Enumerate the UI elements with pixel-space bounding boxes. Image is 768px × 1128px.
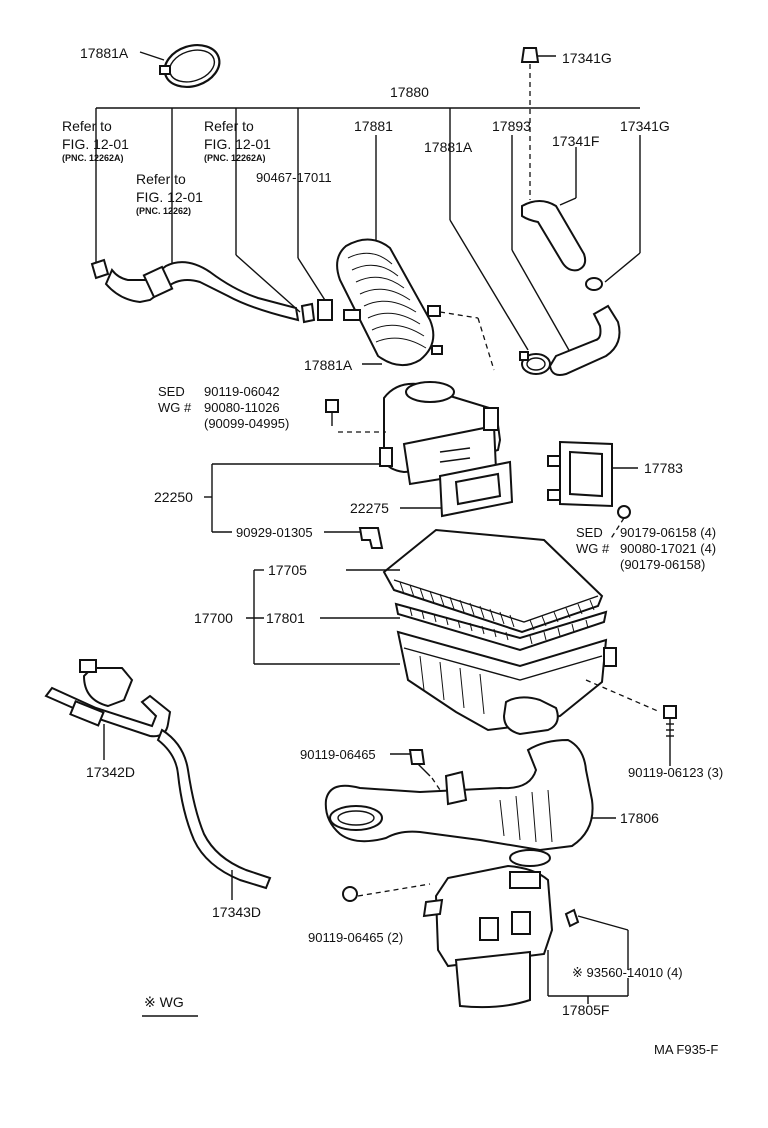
label-90119-06465: 90119-06465 xyxy=(300,747,376,762)
label-refer3-l2: FIG. 12-01 xyxy=(136,189,203,205)
label-90179-06158-alt: (90179-06158) xyxy=(620,557,705,572)
label-90929-01305: 90929-01305 xyxy=(236,525,313,540)
label-90467-17011: 90467-17011 xyxy=(256,170,332,185)
label-90119-06465-2: 90119-06465 (2) xyxy=(308,930,403,945)
clip-17341G-top xyxy=(520,47,556,200)
label-17341F: 17341F xyxy=(552,133,599,149)
leader-17700 xyxy=(246,569,400,665)
label-90119-06123: 90119-06123 (3) xyxy=(628,765,723,780)
label-wg-2: WG # xyxy=(576,541,610,556)
label-17806: 17806 xyxy=(620,810,659,826)
hose-17893 xyxy=(548,304,621,376)
label-17881A-low: 17881A xyxy=(304,357,353,373)
gasket-22275 xyxy=(400,460,514,518)
breather-pipe-17342D xyxy=(44,659,172,760)
label-90080-11026: 90080-11026 xyxy=(204,400,280,415)
label-sed-2: SED xyxy=(576,525,603,540)
hose-17341F xyxy=(521,200,603,291)
label-90119-06042: 90119-06042 xyxy=(204,384,280,399)
bracket-17783 xyxy=(547,440,638,508)
label-17341G-top: 17341G xyxy=(562,50,612,66)
label-wg-1: WG # xyxy=(158,400,192,415)
resonator-17805F xyxy=(342,849,629,1009)
label-17342D: 17342D xyxy=(86,764,135,780)
label-sed-1: SED xyxy=(158,384,185,399)
hose-17343D xyxy=(156,728,272,900)
label-93560-14010: ※ 93560-14010 (4) xyxy=(572,965,683,980)
air-cleaner-cap-17705 xyxy=(382,528,604,634)
air-cleaner-case xyxy=(396,630,677,766)
labels: 17881A 17341G 17880 Refer to FIG. 12-01 … xyxy=(62,45,723,1057)
label-17805F: 17805F xyxy=(562,1002,609,1018)
label-17801: 17801 xyxy=(266,610,305,626)
figure-code: MA F935-F xyxy=(654,1042,718,1057)
label-17343D: 17343D xyxy=(212,904,261,920)
label-22250: 22250 xyxy=(154,489,193,505)
label-22275: 22275 xyxy=(350,500,389,516)
leader-22250 xyxy=(204,463,380,533)
label-refer1-l1: Refer to xyxy=(62,118,112,134)
intake-hose-17881 xyxy=(336,238,495,371)
label-17881A-top: 17881A xyxy=(80,45,129,61)
label-refer3-l3: (PNC. 12262) xyxy=(136,206,191,216)
label-90179-06158: 90179-06158 (4) xyxy=(620,525,716,540)
label-refer1-l3: (PNC. 12262A) xyxy=(62,153,124,163)
filter-element-17801 xyxy=(394,602,608,652)
label-refer2-l2: FIG. 12-01 xyxy=(204,136,271,152)
leader-17880 xyxy=(95,107,641,353)
bolt-90119-06465 xyxy=(390,749,441,791)
label-17881: 17881 xyxy=(354,118,393,134)
label-17880: 17880 xyxy=(390,84,429,100)
clamp-17881A-mid xyxy=(519,351,551,375)
label-17705: 17705 xyxy=(268,562,307,578)
label-refer1-l2: FIG. 12-01 xyxy=(62,136,129,152)
label-17700: 17700 xyxy=(194,610,233,626)
label-refer2-l3: (PNC. 12262A) xyxy=(204,153,266,163)
bolt-90179 xyxy=(609,505,631,541)
label-90099-04995: (90099-04995) xyxy=(204,416,289,431)
legend-wg: ※ WG xyxy=(144,994,184,1010)
hose-left xyxy=(90,258,333,324)
label-17881A-mid: 17881A xyxy=(424,139,473,155)
air-cleaner-hose-17806 xyxy=(324,738,616,852)
label-17893: 17893 xyxy=(492,118,531,134)
clamp-17881A-top xyxy=(139,44,221,88)
label-17783: 17783 xyxy=(644,460,683,476)
clip-90929 xyxy=(324,527,384,549)
label-90080-17021: 90080-17021 (4) xyxy=(620,541,716,556)
label-refer3-l1: Refer to xyxy=(136,171,186,187)
label-17341G-mid: 17341G xyxy=(620,118,670,134)
label-refer2-l1: Refer to xyxy=(204,118,254,134)
